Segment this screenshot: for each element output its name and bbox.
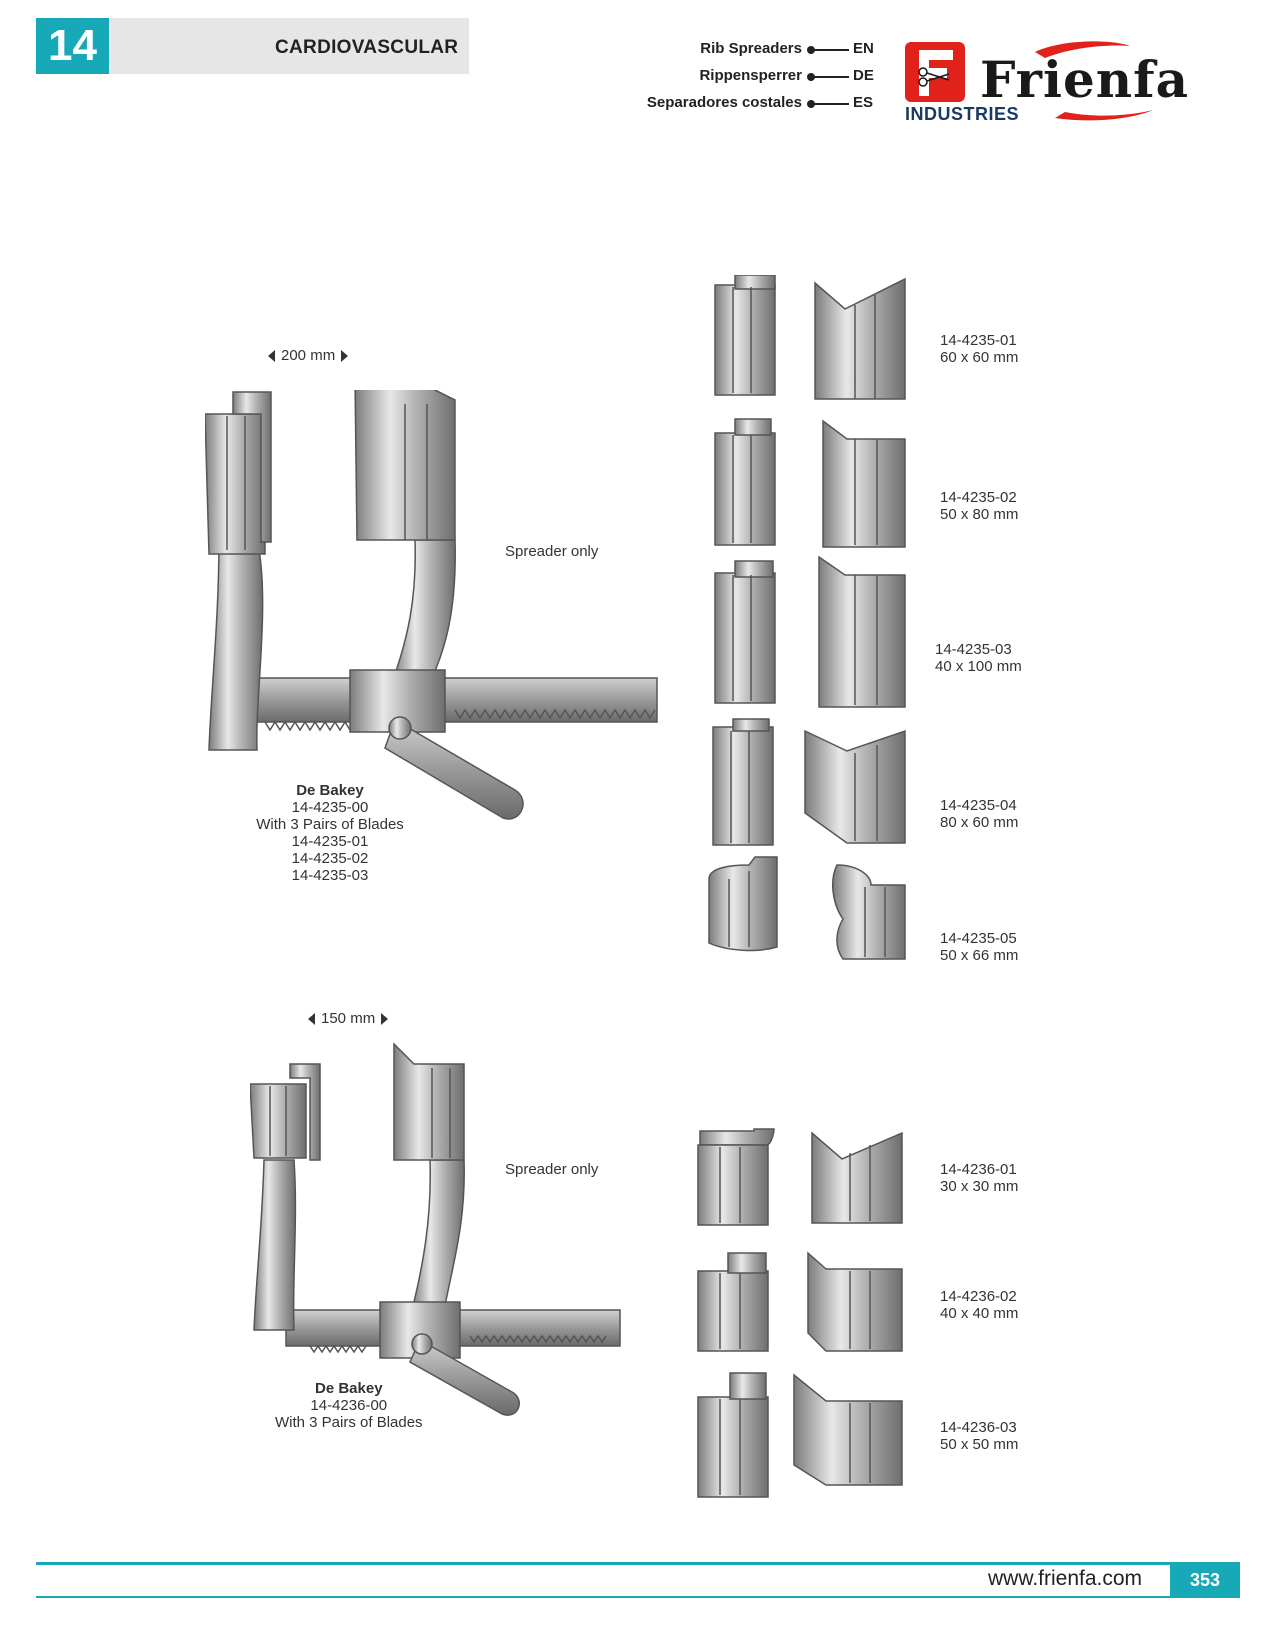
blade-size: 50 x 66 mm xyxy=(940,947,1019,964)
language-code: ES xyxy=(853,94,874,111)
dimension-value: 200 mm xyxy=(281,347,336,364)
dimension-value: 150 mm xyxy=(321,1010,376,1027)
bullet-dot-icon xyxy=(807,73,815,81)
product-description: With 3 Pairs of Blades xyxy=(275,1414,423,1431)
blade-label: 14-4235-02 50 x 80 mm xyxy=(940,489,1018,523)
connector-line xyxy=(813,49,849,51)
brand-name: Frienfa xyxy=(980,50,1190,109)
blade-label: 14-4235-05 50 x 66 mm xyxy=(940,930,1018,964)
spreader-only-note: Spreader only xyxy=(505,1161,599,1178)
dimension-label: 200 mm xyxy=(268,347,349,364)
blade-size: 40 x 40 mm xyxy=(940,1305,1019,1322)
dimension-label: 150 mm xyxy=(308,1010,389,1027)
blade-code: 14-4235-04 xyxy=(940,797,1017,814)
blade-code: 14-4236-02 xyxy=(940,1288,1017,1305)
website-link[interactable]: www.frienfa.com xyxy=(988,1567,1143,1590)
blade-size: 80 x 60 mm xyxy=(940,814,1019,831)
rib-spreader-150mm-image xyxy=(250,1042,621,1416)
included-blade-code: 14-4235-01 xyxy=(291,833,369,850)
arrow-right-icon xyxy=(341,349,349,362)
blade-size: 50 x 80 mm xyxy=(940,506,1019,523)
blade-code: 14-4236-01 xyxy=(940,1161,1017,1178)
footer-rule xyxy=(36,1596,1240,1598)
footer-rule xyxy=(36,1562,1240,1565)
product-code: 14-4235-00 xyxy=(291,799,369,816)
page-number: 353 xyxy=(1170,1564,1240,1596)
included-blade-code: 14-4235-02 xyxy=(291,850,369,867)
brand-subtitle: INDUSTRIES xyxy=(905,104,1020,124)
language-code: DE xyxy=(853,67,874,84)
blade-set-200mm-image xyxy=(708,275,906,960)
blade-size: 60 x 60 mm xyxy=(940,349,1019,366)
blade-size: 50 x 50 mm xyxy=(940,1436,1019,1453)
product-caption: De Bakey 14-4235-00 With 3 Pairs of Blad… xyxy=(240,782,420,884)
language-row-de: Rippensperrer DE xyxy=(600,67,880,89)
language-term: Rib Spreaders xyxy=(700,40,802,57)
bullet-dot-icon xyxy=(807,46,815,54)
blade-size: 30 x 30 mm xyxy=(940,1178,1019,1195)
included-blade-code: 14-4235-03 xyxy=(291,867,369,884)
product-name: De Bakey xyxy=(315,1380,383,1397)
connector-line xyxy=(813,103,849,105)
blade-code: 14-4235-03 xyxy=(935,641,1012,658)
rib-spreader-200mm-image xyxy=(205,390,658,820)
arrow-right-icon xyxy=(381,1012,389,1025)
connector-line xyxy=(813,76,849,78)
blade-label: 14-4235-04 80 x 60 mm xyxy=(940,797,1018,831)
language-code: EN xyxy=(853,40,874,57)
blade-label: 14-4236-02 40 x 40 mm xyxy=(940,1288,1018,1322)
blade-label: 14-4236-03 50 x 50 mm xyxy=(940,1419,1018,1453)
blade-size: 40 x 100 mm xyxy=(935,658,1022,675)
bullet-dot-icon xyxy=(807,100,815,108)
arrow-left-icon xyxy=(268,349,275,362)
language-row-es: Separadores costales ES xyxy=(600,94,880,116)
chapter-number: 14 xyxy=(36,18,109,74)
blade-set-150mm-image xyxy=(697,1128,903,1498)
blade-code: 14-4236-03 xyxy=(940,1419,1017,1436)
product-code: 14-4236-00 xyxy=(310,1397,388,1414)
arrow-left-icon xyxy=(308,1012,315,1025)
blade-code: 14-4235-05 xyxy=(940,930,1017,947)
language-row-en: Rib Spreaders EN xyxy=(600,40,880,62)
spreader-only-note: Spreader only xyxy=(505,543,599,560)
language-term: Separadores costales xyxy=(646,94,802,111)
product-name: De Bakey xyxy=(296,782,364,799)
blade-code: 14-4235-01 xyxy=(940,332,1017,349)
product-caption: De Bakey 14-4236-00 With 3 Pairs of Blad… xyxy=(275,1380,423,1431)
product-description: With 3 Pairs of Blades xyxy=(256,816,404,833)
blade-code: 14-4235-02 xyxy=(940,489,1017,506)
blade-label: 14-4236-01 30 x 30 mm xyxy=(940,1161,1018,1195)
language-term: Rippensperrer xyxy=(699,67,802,84)
blade-label: 14-4235-03 40 x 100 mm xyxy=(935,641,1022,675)
section-title: CARDIOVASCULAR xyxy=(275,37,459,58)
blade-label: 14-4235-01 60 x 60 mm xyxy=(940,332,1018,366)
section-band xyxy=(109,18,469,74)
frienfa-logo-icon xyxy=(905,41,1153,121)
